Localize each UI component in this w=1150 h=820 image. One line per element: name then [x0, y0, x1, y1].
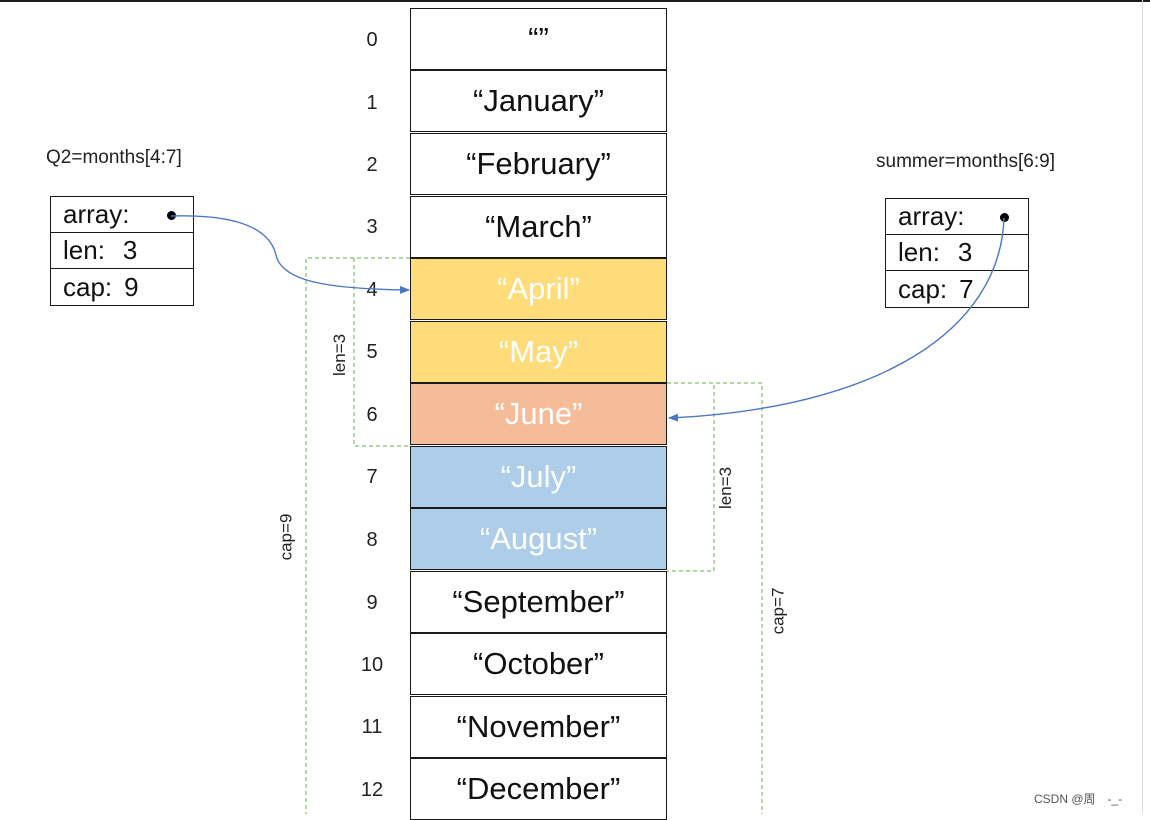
summer-len-label-rotated: len=3 [716, 466, 736, 510]
summer-cap-label: cap: [898, 273, 948, 304]
summer-len-value: 3 [957, 237, 973, 267]
index-1: 1 [366, 92, 378, 114]
array-cell-0: “” [410, 8, 667, 70]
q2-array-label: array: [63, 199, 130, 229]
array-cell-3: “March” [410, 196, 667, 258]
array-cell-9: “September” [410, 571, 667, 633]
q2-len-label: len: [63, 235, 105, 265]
summer-cap-label-rotated: cap=7 [768, 587, 788, 635]
summer-array-row: array: [886, 199, 1028, 235]
index-3: 3 [366, 216, 378, 238]
q2-len-row: len: 3 [51, 233, 193, 269]
summer-array-label: array: [898, 201, 965, 231]
q2-slice-header: array: len: 3 cap: 9 [50, 196, 194, 306]
q2-caption: Q2=months[4:7] [46, 147, 182, 168]
q2-cap-row: cap: 9 [51, 269, 193, 305]
index-10: 10 [360, 654, 384, 676]
summer-pointer-dot-icon [1000, 213, 1009, 222]
array-cell-11: “November” [410, 696, 667, 758]
array-cell-5: “May” [410, 321, 667, 383]
summer-len-bracket [667, 382, 715, 572]
index-11: 11 [361, 716, 383, 738]
q2-array-row: array: [51, 197, 193, 233]
array-cell-4: “April” [410, 258, 667, 320]
index-12: 12 [360, 779, 384, 801]
array-cell-12: “December” [410, 758, 667, 820]
right-border [1142, 0, 1143, 814]
index-6: 6 [366, 404, 378, 426]
q2-pointer-dot-icon [167, 211, 176, 220]
index-7: 7 [366, 466, 378, 488]
watermark: CSDN @周 -_- [1034, 792, 1123, 806]
index-4: 4 [366, 279, 378, 301]
summer-cap-row: cap: 7 [886, 271, 1028, 307]
summer-slice-header: array: len: 3 cap: 7 [885, 198, 1029, 308]
q2-cap-label: cap: [63, 271, 113, 302]
index-8: 8 [366, 529, 378, 551]
index-2: 2 [366, 154, 378, 176]
q2-cap-value: 9 [124, 271, 139, 302]
summer-cap-value: 7 [959, 273, 974, 304]
summer-len-row: len: 3 [886, 235, 1028, 271]
array-cell-10: “October” [410, 633, 667, 695]
summer-len-label: len: [898, 237, 940, 267]
array-cell-2: “February” [410, 133, 667, 195]
q2-len-label-rotated: len=3 [330, 333, 350, 377]
q2-len-value: 3 [122, 235, 138, 265]
index-9: 9 [366, 592, 378, 614]
array-cell-1: “January” [410, 70, 667, 132]
summer-caption: summer=months[6:9] [876, 151, 1055, 172]
top-border [0, 0, 1150, 2]
summer-cap-bracket [667, 382, 763, 814]
q2-cap-label-rotated: cap=9 [276, 513, 296, 561]
index-0: 0 [366, 29, 378, 51]
array-cell-8: “August” [410, 508, 667, 570]
array-cell-7: “July” [410, 446, 667, 508]
array-cell-6: “June” [410, 383, 667, 445]
